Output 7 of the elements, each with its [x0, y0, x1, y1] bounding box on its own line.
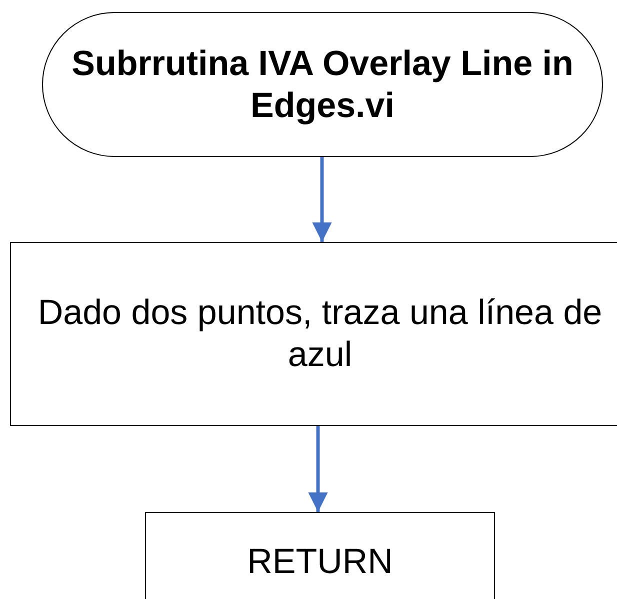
arrow [312, 157, 332, 242]
process-box [10, 242, 617, 426]
node-label: Subrrutina IVA Overlay Line in Edges.vi [70, 42, 574, 126]
node-label: RETURN [247, 541, 393, 583]
node-label: Dado dos puntos, traza una línea de azul [36, 292, 604, 376]
return-box [145, 512, 495, 599]
arrow [308, 426, 328, 512]
